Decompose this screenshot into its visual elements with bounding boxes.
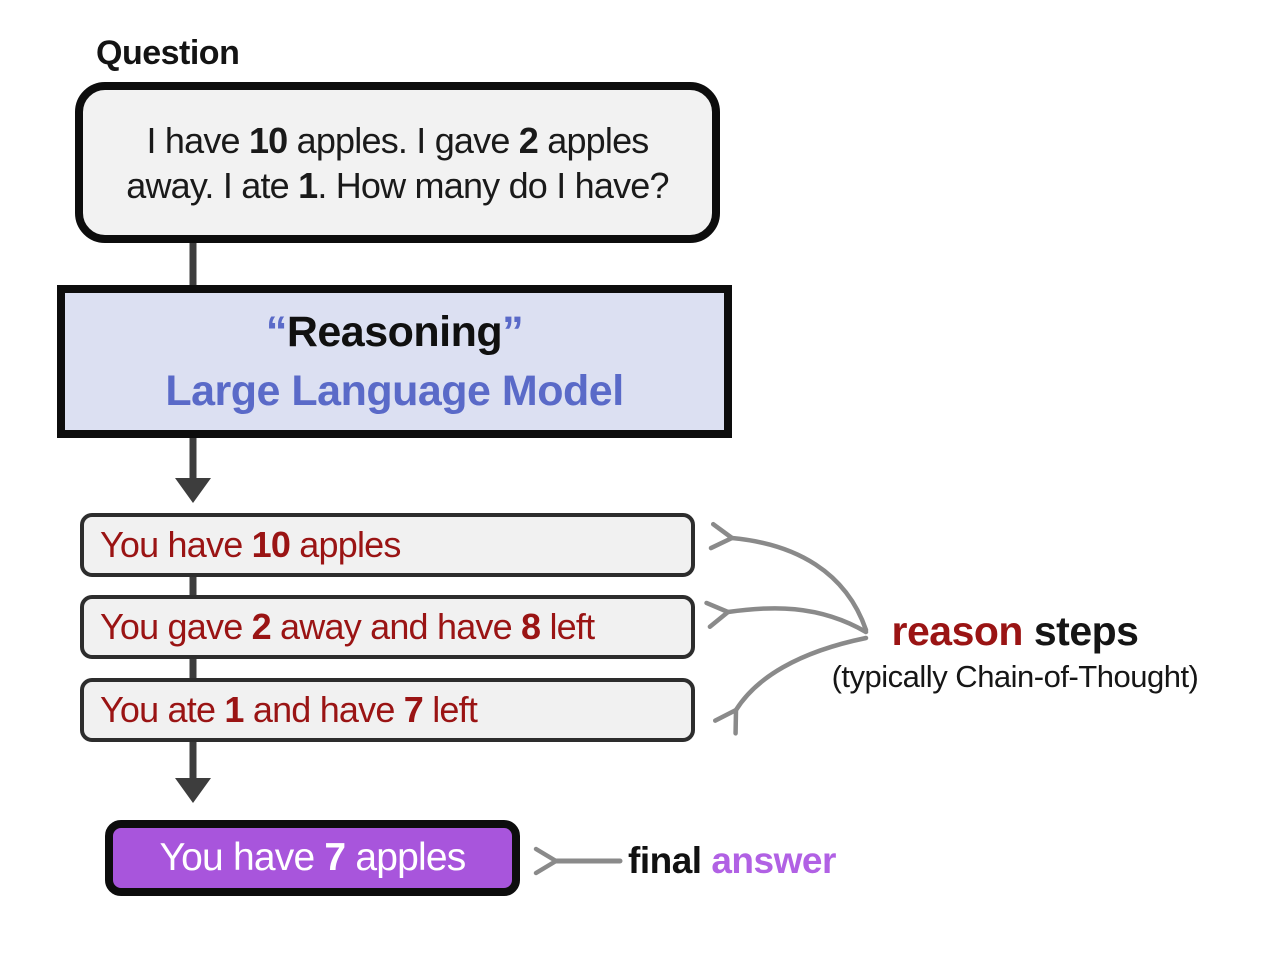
final-answer-box: You have 7 apples <box>105 820 520 896</box>
final-answer-box-text: You have 7 apples <box>159 836 467 879</box>
reason-steps-annotation-title: reason steps <box>891 608 1139 654</box>
reason-step-1-text: You have 10 apples <box>100 524 401 565</box>
question-label: Question <box>96 34 240 72</box>
reason-steps-annotation: reason steps (typically Chain-of-Thought… <box>790 608 1240 695</box>
llm-box-subtitle: Large Language Model <box>165 366 624 415</box>
final-answer-annotation-text: final answer <box>628 840 836 881</box>
curved-arrow-to-step2-icon <box>704 600 869 635</box>
question-box: I have 10 apples. I gave 2 apples away. … <box>75 82 720 243</box>
question-text-line2: away. I ate 1. How many do I have? <box>126 164 669 206</box>
curved-arrow-to-step3-icon <box>712 635 869 736</box>
reason-step-2-text: You gave 2 away and have 8 left <box>100 606 595 647</box>
question-text-line1: I have 10 apples. I gave 2 apples <box>146 119 649 161</box>
llm-box: “Reasoning” Large Language Model <box>57 285 732 438</box>
flow-arrow-steps-to-final-icon <box>175 738 211 803</box>
reason-step-3: You ate 1 and have 7 left <box>80 678 695 742</box>
curved-arrow-to-step1-icon <box>708 521 869 633</box>
reason-steps-annotation-subtitle: (typically Chain-of-Thought) <box>831 659 1199 694</box>
final-answer-annotation: final answer <box>628 840 836 882</box>
reason-step-2: You gave 2 away and have 8 left <box>80 595 695 659</box>
reason-step-3-text: You ate 1 and have 7 left <box>100 689 478 730</box>
flow-arrow-llm-to-steps-icon <box>175 434 211 503</box>
llm-box-title: “Reasoning” <box>265 308 524 357</box>
reason-step-1: You have 10 apples <box>80 513 695 577</box>
